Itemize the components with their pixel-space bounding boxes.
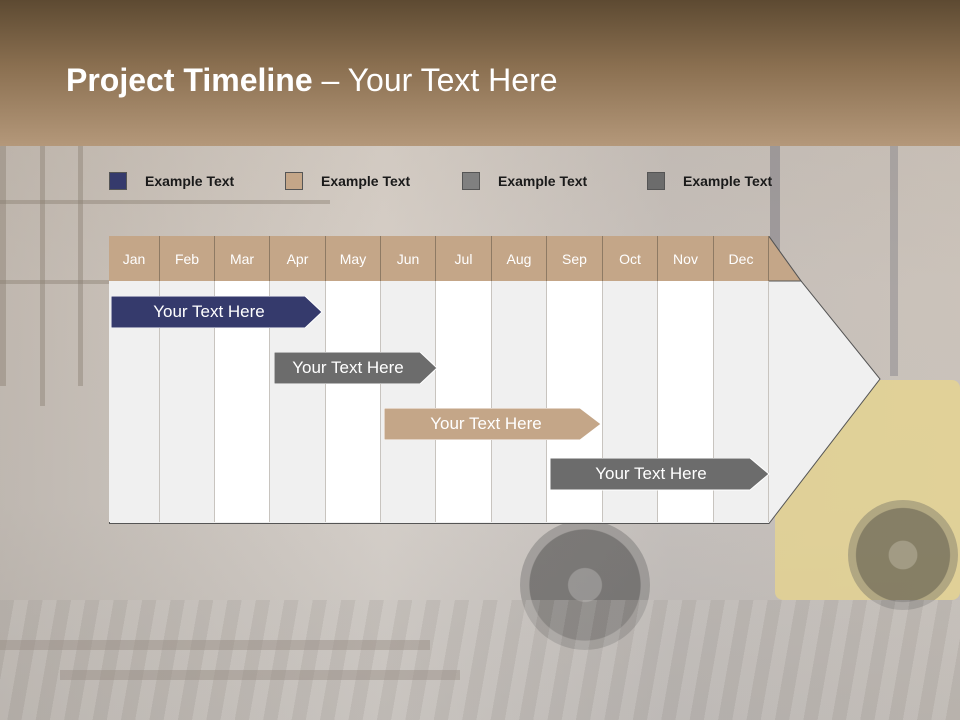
legend-swatch [109, 172, 127, 190]
header-bar [0, 0, 960, 146]
month-label: Mar [215, 236, 270, 281]
month-body [492, 281, 547, 522]
legend-item: Example Text [109, 170, 234, 192]
month-label: Feb [160, 236, 215, 281]
month-label: Sep [547, 236, 603, 281]
month-column: Aug [492, 236, 547, 522]
legend-item: Example Text [462, 170, 587, 192]
title-bold: Project Timeline [66, 62, 313, 98]
legend-item: Example Text [285, 170, 410, 192]
legend-label: Example Text [498, 173, 588, 189]
legend-item: Example Text [647, 170, 772, 192]
legend-label: Example Text [321, 173, 411, 189]
month-label: Jun [381, 236, 436, 281]
slide-title[interactable]: Project Timeline – Your Text Here [66, 62, 558, 99]
month-label: Jan [109, 236, 160, 281]
title-rest: – Your Text Here [312, 62, 558, 98]
month-label: Jul [436, 236, 492, 281]
month-label: Nov [658, 236, 714, 281]
month-column: Jul [436, 236, 492, 522]
task-label: Your Text Here [292, 358, 404, 377]
month-label: Dec [714, 236, 769, 281]
task-label: Your Text Here [153, 302, 265, 321]
task-label: Your Text Here [595, 464, 707, 483]
month-label: Aug [492, 236, 547, 281]
legend-swatch [647, 172, 665, 190]
legend-label: Example Text [145, 173, 235, 189]
month-column: Feb [160, 236, 215, 522]
month-body [436, 281, 492, 522]
legend-label: Example Text [683, 173, 773, 189]
month-column: May [326, 236, 381, 522]
month-column: Jan [109, 236, 160, 522]
month-label: Apr [270, 236, 326, 281]
month-body [326, 281, 381, 522]
month-column: Mar [215, 236, 270, 522]
legend-swatch [462, 172, 480, 190]
month-body [381, 281, 436, 522]
month-label: May [326, 236, 381, 281]
month-column: Jun [381, 236, 436, 522]
legend-swatch [285, 172, 303, 190]
task-label: Your Text Here [430, 414, 542, 433]
month-label: Oct [603, 236, 658, 281]
